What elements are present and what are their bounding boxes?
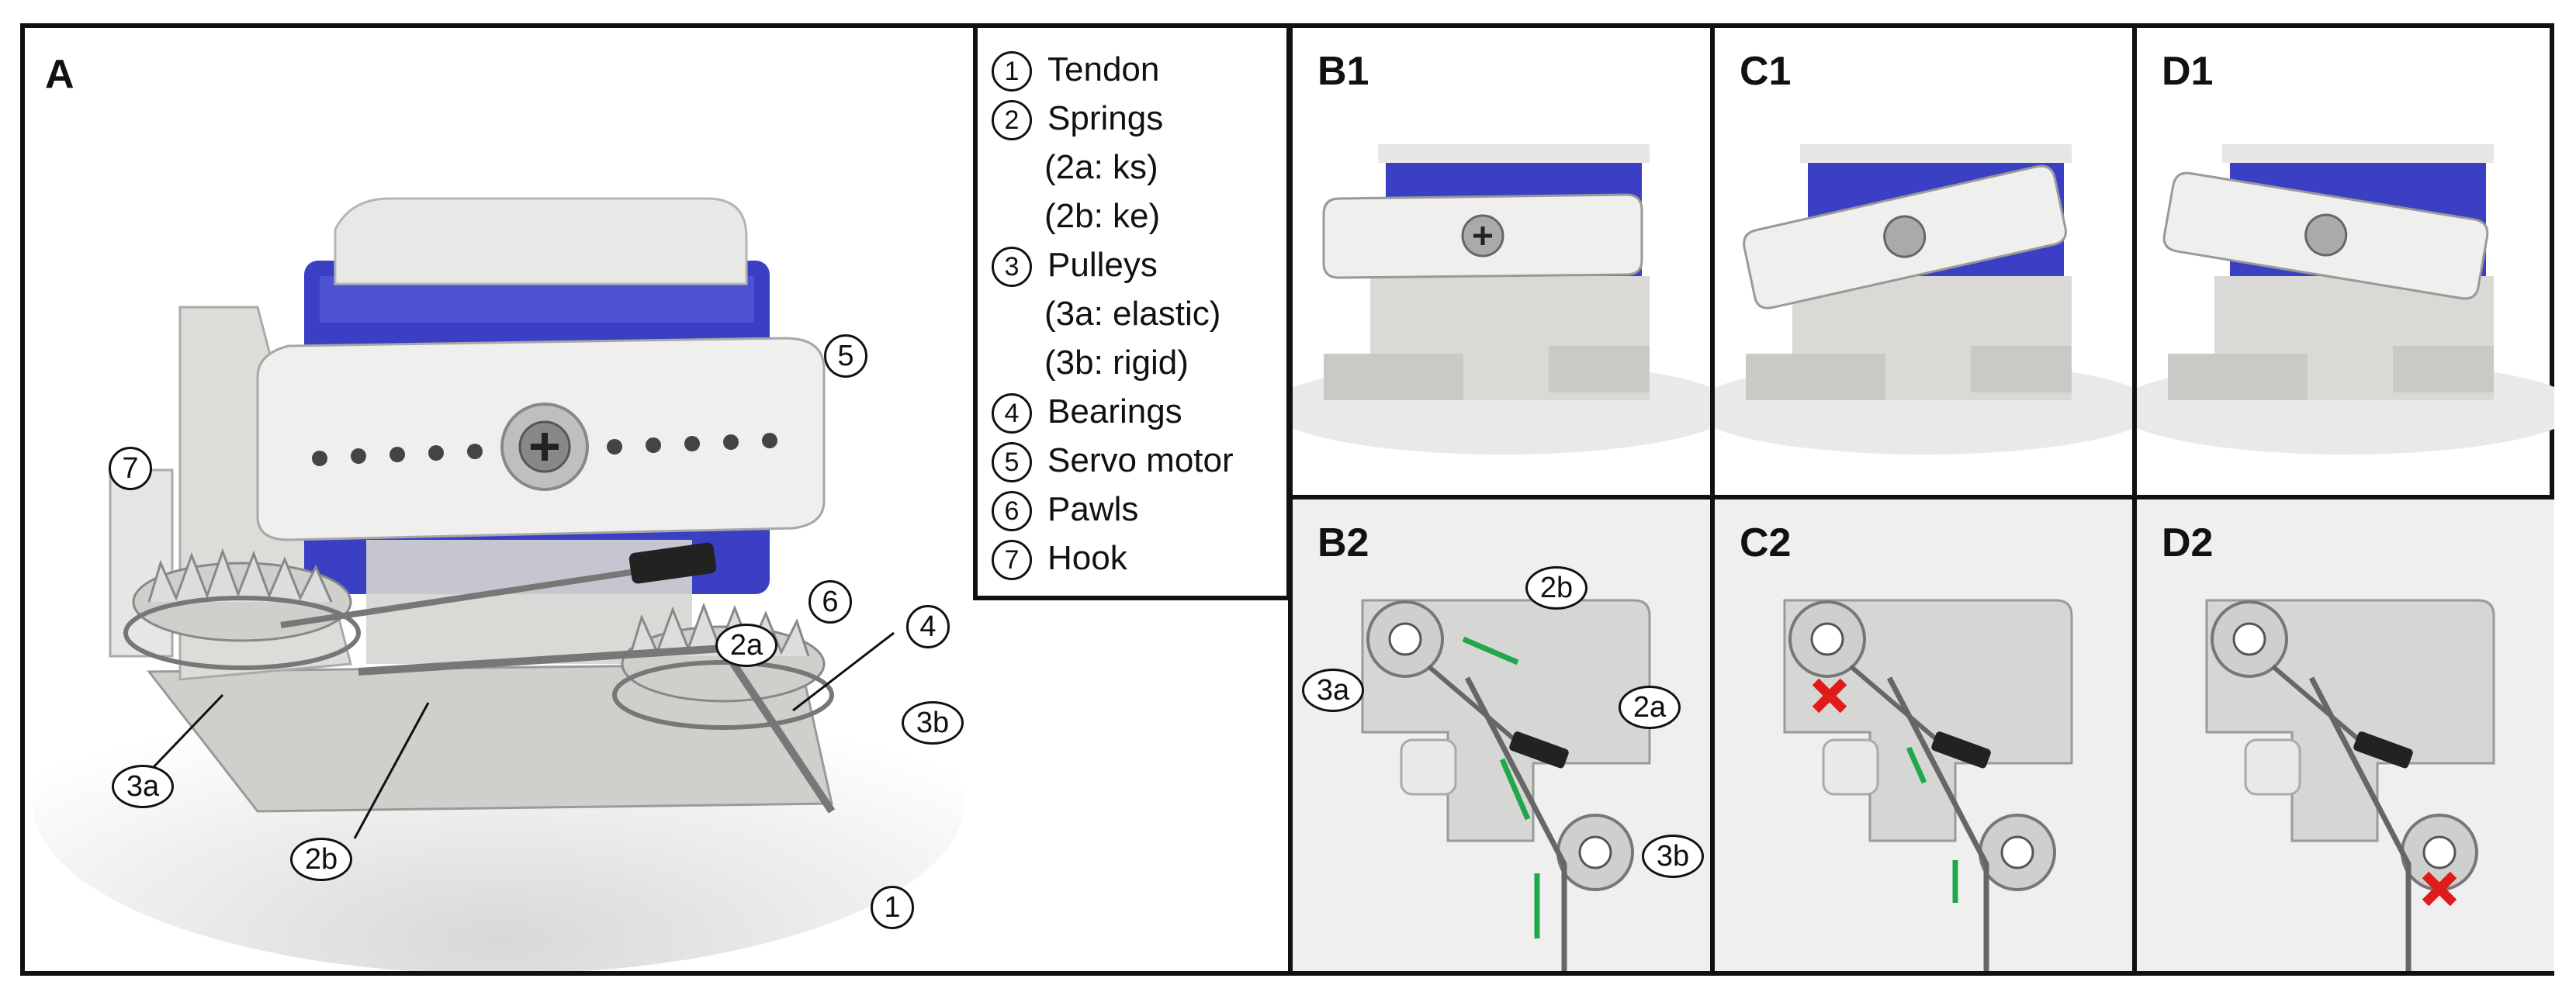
divider: [1288, 495, 2554, 500]
panel-d1-label: D1: [2162, 49, 2214, 94]
callout-2a: 2a: [715, 624, 777, 667]
legend-item-3a: (3a: elastic): [1044, 295, 1221, 333]
callout-3a: 3a: [112, 765, 174, 808]
legend-item-3b: (3b: rigid): [1044, 344, 1189, 382]
callout-3a: 3a: [1302, 669, 1364, 712]
callout-2b: 2b: [1525, 566, 1587, 610]
callout-2b: 2b: [290, 838, 352, 881]
callout-6: 6: [808, 580, 852, 624]
panel-d2-label: D2: [2162, 520, 2214, 565]
panel-a-render: [25, 28, 973, 971]
panel-c1-render: [1715, 144, 2132, 455]
panel-b1: B1: [1293, 28, 1710, 495]
panel-a-label: A: [45, 52, 74, 97]
panel-d2: D2: [2137, 500, 2554, 971]
panel-d1: D1: [2137, 28, 2554, 495]
callout-5: 5: [824, 334, 867, 378]
callout-3b: 3b: [1642, 835, 1704, 878]
divider: [1710, 23, 1715, 976]
legend-item-2b: (2b: ke): [1044, 197, 1161, 235]
panel-d1-render: [2137, 144, 2554, 455]
callout-4: 4: [906, 605, 950, 648]
panel-c1-label: C1: [1740, 49, 1792, 94]
divider: [2132, 23, 2137, 976]
callout-7: 7: [109, 447, 152, 490]
panel-a: A 7 5 6 4 2a 3b 3a 2b 1: [25, 28, 973, 971]
divider: [1288, 23, 1293, 976]
callout-2a: 2a: [1619, 686, 1681, 729]
panel-c2-render: [1715, 500, 2132, 971]
panel-c1: C1: [1715, 28, 2132, 495]
panel-b2-label: B2: [1317, 520, 1369, 565]
panel-c2: C2: [1715, 500, 2132, 971]
panel-b2-render: [1293, 500, 1710, 971]
panel-b2: B2 2b 3a 2a 3b: [1293, 500, 1710, 971]
legend-item-2a: (2a: ks): [1044, 148, 1158, 186]
callout-1: 1: [871, 886, 914, 929]
panel-b1-render: [1293, 144, 1710, 455]
panel-b1-label: B1: [1317, 49, 1369, 94]
panel-d2-render: [2137, 500, 2554, 971]
callout-3b: 3b: [902, 701, 964, 745]
panel-c2-label: C2: [1740, 520, 1792, 565]
